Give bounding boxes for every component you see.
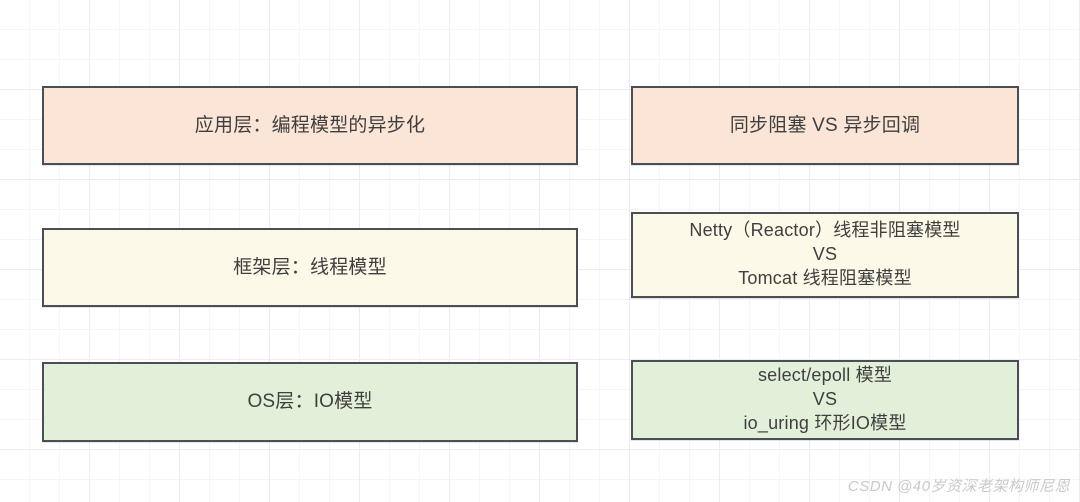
node-framework-comparison[interactable]: Netty（Reactor）线程非阻塞模型 VS Tomcat 线程阻塞模型 xyxy=(631,212,1019,298)
node-label-line-2: VS xyxy=(812,389,838,410)
node-label-line-3: io_uring 环形IO模型 xyxy=(743,412,907,433)
watermark-text: CSDN @40岁资深老架构师尼恩 xyxy=(847,478,1070,495)
node-application-comparison[interactable]: 同步阻塞 VS 异步回调 xyxy=(631,86,1019,165)
node-label: 应用层：编程模型的异步化 xyxy=(194,114,426,136)
node-label-line-1: Netty（Reactor）线程非阻塞模型 xyxy=(689,220,961,241)
node-label-line-1: select/epoll 模型 xyxy=(757,365,893,386)
node-label-line-2: VS xyxy=(812,244,838,265)
node-label: 框架层：线程模型 xyxy=(233,256,387,278)
node-os-layer[interactable]: OS层：IO模型 xyxy=(42,362,578,442)
node-label: OS层：IO模型 xyxy=(247,391,373,413)
node-framework-layer[interactable]: 框架层：线程模型 xyxy=(42,228,578,307)
node-os-comparison[interactable]: select/epoll 模型 VS io_uring 环形IO模型 xyxy=(631,360,1019,440)
node-application-layer[interactable]: 应用层：编程模型的异步化 xyxy=(42,86,578,165)
node-label: 同步阻塞 VS 异步回调 xyxy=(729,114,921,136)
node-label-line-3: Tomcat 线程阻塞模型 xyxy=(738,267,912,288)
